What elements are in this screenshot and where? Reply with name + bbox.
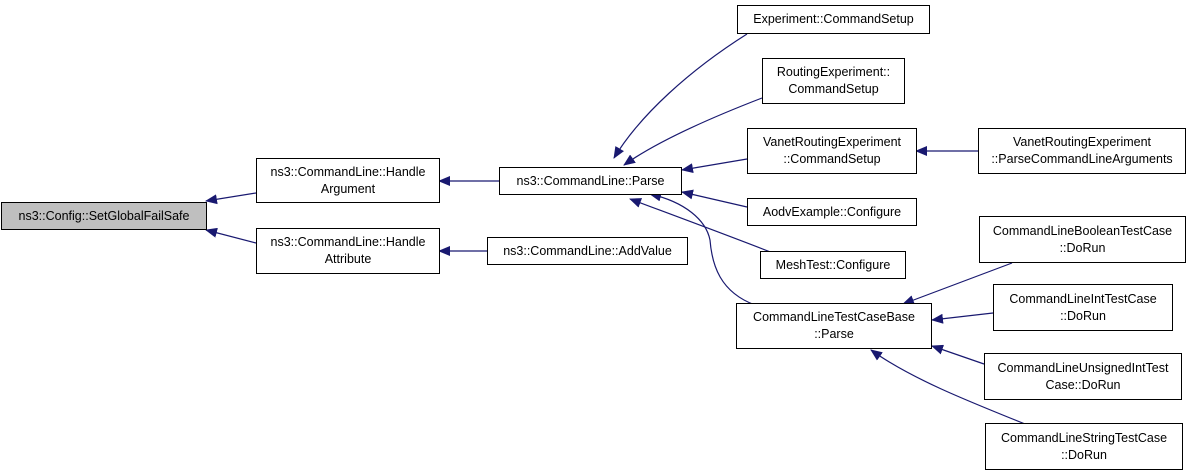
node-mesh-configure-line-1: MeshTest::Configure — [775, 257, 891, 272]
node-handle-attribute[interactable]: ns3::CommandLine::Handle Attribute — [256, 228, 440, 274]
node-routing-experiment-command-setup-line-1: RoutingExperiment:: — [776, 65, 891, 79]
node-mesh-configure[interactable]: MeshTest::Configure — [760, 251, 906, 279]
edge-aodv-configure-to-parse — [681, 189, 748, 208]
node-boolean-do-run[interactable]: CommandLineBooleanTestCase ::DoRun — [979, 216, 1186, 263]
node-boolean-do-run-line-1: CommandLineBooleanTestCase — [992, 223, 1173, 238]
node-aodv-configure-line-1: AodvExample::Configure — [762, 204, 902, 219]
edge-string-do-run-to-test-case-base-parse — [870, 349, 1031, 427]
node-routing-experiment-command-setup-line-2: CommandSetup — [788, 82, 879, 96]
node-handle-argument-line-2: Argument — [320, 181, 376, 196]
node-handle-attribute-line-1: ns3::CommandLine::Handle — [270, 235, 426, 249]
node-int-do-run-line-1: CommandLineIntTestCase — [1009, 291, 1157, 306]
edge-mesh-configure-to-parse — [629, 198, 779, 256]
node-test-case-base-parse[interactable]: CommandLineTestCaseBase ::Parse — [736, 303, 932, 349]
node-unsigned-int-do-run-line-2: Case::DoRun — [1045, 377, 1121, 392]
node-int-do-run-line-2: ::DoRun — [1060, 308, 1106, 323]
edge-experiment-command-setup-to-parse — [613, 33, 748, 159]
edge-routing-experiment-to-parse — [623, 97, 763, 166]
node-string-do-run-line-1: CommandLineStringTestCase — [1000, 430, 1168, 445]
node-vanet-parse-args[interactable]: VanetRoutingExperiment ::ParseCommandLin… — [978, 128, 1186, 174]
node-string-do-run[interactable]: CommandLineStringTestCase ::DoRun — [985, 423, 1183, 470]
edge-test-case-base-parse-to-parse — [649, 191, 756, 306]
node-experiment-command-setup[interactable]: Experiment::CommandSetup — [737, 5, 930, 34]
node-unsigned-int-do-run[interactable]: CommandLineUnsignedIntTest Case::DoRun — [984, 353, 1182, 400]
node-boolean-do-run-line-2: ::DoRun — [1059, 240, 1106, 255]
edge-vanet-command-setup-to-parse — [681, 158, 748, 174]
node-handle-argument-line-1: ns3::CommandLine::Handle — [270, 164, 426, 179]
edge-boolean-do-run-to-test-case-base-parse — [902, 262, 1013, 305]
node-parse[interactable]: ns3::CommandLine::Parse — [499, 167, 682, 195]
node-add-value-line-1: ns3::CommandLine::AddValue — [503, 243, 672, 258]
node-vanet-command-setup-line-1: VanetRoutingExperiment — [762, 135, 902, 149]
node-string-do-run-line-2: ::DoRun — [1061, 447, 1107, 462]
node-experiment-command-setup-line-1: Experiment::CommandSetup — [753, 12, 914, 26]
edge-handle-argument-to-set-global-fail-safe — [205, 192, 257, 205]
node-add-value[interactable]: ns3::CommandLine::AddValue — [487, 237, 688, 265]
node-handle-argument[interactable]: ns3::CommandLine::Handle Argument — [256, 158, 440, 203]
node-test-case-base-parse-line-2: ::Parse — [814, 327, 854, 341]
node-int-do-run[interactable]: CommandLineIntTestCase ::DoRun — [993, 284, 1173, 331]
node-set-global-fail-safe: ns3::Config::SetGlobalFailSafe — [1, 202, 207, 230]
node-vanet-command-setup[interactable]: VanetRoutingExperiment ::CommandSetup — [747, 128, 917, 174]
edge-unsigned-int-do-run-to-test-case-base-parse — [931, 344, 985, 365]
node-vanet-parse-args-line-2: ::ParseCommandLineArguments — [991, 152, 1173, 166]
node-parse-line-1: ns3::CommandLine::Parse — [516, 173, 665, 188]
edge-int-do-run-to-test-case-base-parse — [931, 312, 994, 324]
edge-handle-attribute-to-set-global-fail-safe — [205, 227, 257, 244]
node-vanet-parse-args-line-1: VanetRoutingExperiment — [1012, 135, 1152, 149]
node-vanet-command-setup-line-2: ::CommandSetup — [783, 152, 881, 166]
node-unsigned-int-do-run-line-1: CommandLineUnsignedIntTest — [997, 360, 1169, 375]
node-aodv-configure[interactable]: AodvExample::Configure — [747, 198, 917, 226]
node-test-case-base-parse-line-1: CommandLineTestCaseBase — [753, 310, 915, 324]
node-handle-attribute-line-2: Attribute — [324, 252, 372, 266]
node-set-global-fail-safe-line-1: ns3::Config::SetGlobalFailSafe — [18, 208, 190, 223]
node-routing-experiment-command-setup[interactable]: RoutingExperiment:: CommandSetup — [762, 58, 905, 104]
